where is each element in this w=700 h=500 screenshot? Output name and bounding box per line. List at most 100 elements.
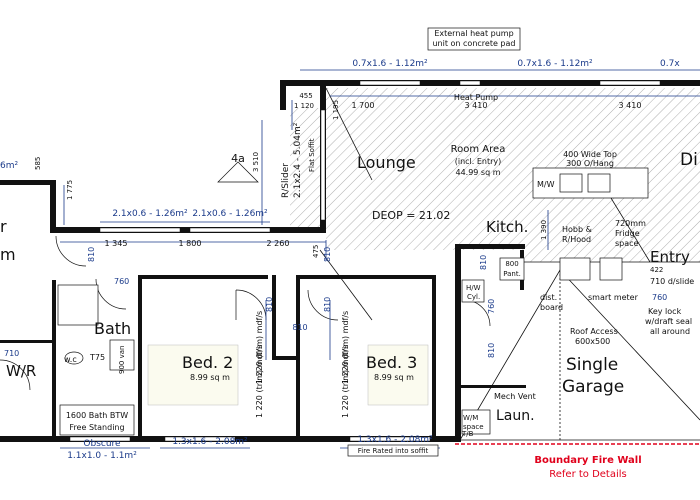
heat-pump-label: Heat Pump (454, 93, 498, 102)
hob-label-1: Hobb & (562, 225, 592, 234)
wc-label: w.c (64, 355, 77, 364)
ext-heatpump-box (427, 27, 521, 51)
roof-access-1: Roof Access (570, 327, 618, 336)
room-area-sub: (incl. Entry) (455, 157, 502, 166)
room-area-title: Room Area (451, 144, 506, 155)
window-bottom-3 (349, 436, 431, 442)
door-810-c: 810 (265, 297, 274, 312)
dim-3410-a: 3 410 (465, 101, 488, 110)
key-lock-2: w/draft seal (645, 317, 692, 326)
dim-1700: 1 700 (352, 101, 375, 110)
slider-window (320, 109, 326, 221)
bed3-area: 8.99 sq m (374, 373, 414, 382)
key-lock-3: all around (650, 327, 690, 336)
room-left-m: m (0, 245, 16, 264)
fridge-label-1: 720mm (615, 219, 646, 228)
fire-soffit-label: Fire Rated into soffit (358, 447, 429, 455)
dim-1345: 1 345 (105, 239, 128, 248)
bench-top-label-2: 300 O/Hang (566, 159, 614, 168)
window-top-1 (359, 80, 421, 86)
bench-top-label-1: 400 Wide Top (563, 150, 617, 159)
bed2-outline (147, 344, 239, 406)
room-lounge: Lounge (357, 153, 416, 172)
window-bottom-2 (164, 436, 236, 442)
hwc-1: H/W (466, 284, 481, 292)
pantry-num: 800 (505, 260, 518, 268)
vanity-label: 900 van (118, 346, 126, 374)
flat-soffit-label: Flat Soffit (308, 138, 316, 172)
room-area-value: 44.99 sq m (455, 168, 500, 177)
trim-label-4: 1 220 (trim) mdf/s (341, 311, 350, 384)
mech-vent: Mech Vent (494, 392, 536, 401)
hwc-2: Cyl. (467, 293, 480, 301)
window-top-2 (459, 80, 481, 86)
wm-space (461, 409, 491, 435)
dim-585: 585 (34, 157, 42, 170)
room-laundry: Laun. (496, 408, 535, 424)
window-bottom-1 (69, 436, 131, 442)
entry-422: 422 (650, 266, 663, 274)
roof-access-2: 600x500 (575, 337, 610, 346)
deop-value: DEOP = 21.02 (372, 209, 450, 222)
window-label-bottom-1: 1.1x1.0 - 1.1m² (67, 451, 137, 461)
fridge-space (599, 257, 623, 281)
dim-1775: 1 775 (66, 180, 74, 200)
fridge-label-2: Fridge (615, 229, 640, 238)
slider-label-1: R/Slider (281, 163, 291, 198)
dim-1390: 1 390 (540, 220, 548, 240)
fire-soffit-box (347, 444, 439, 457)
window-label-bottom-3: 1.3x1.6 - 2.08m² (357, 435, 433, 445)
window-label-left: 6m² (0, 161, 18, 171)
dim-3410-b: 3 410 (619, 101, 642, 110)
trim-label-2: 1 220 (trim) mdf/s (255, 311, 264, 384)
shower (57, 284, 99, 326)
obscure-label: Obscure (83, 439, 121, 449)
window-label-top-2: 0.7x1.6 - 1.12m² (517, 59, 593, 69)
microwave-label: M/W (537, 180, 555, 189)
tub-label: T/B (461, 430, 474, 438)
bed3-outline (367, 344, 429, 406)
window-label-mid-2: 2.1x0.6 - 1.26m² (192, 209, 268, 219)
room-garage-2: Garage (562, 377, 624, 397)
heat-pump-ext-line1: External heat pump (434, 29, 513, 38)
room-bed3: Bed. 3 (366, 353, 417, 372)
t75-label: T75 (89, 353, 105, 362)
dim-3510: 3 510 (252, 152, 260, 172)
wm-1: W/M (463, 414, 478, 422)
door-810-g: 810 (487, 343, 496, 358)
door-810-d: 810 (323, 297, 332, 312)
window-label-top-3: 0.7x (660, 59, 680, 69)
room-garage-1: Single (566, 355, 618, 375)
fridge-label-3: space (615, 239, 639, 248)
room-bed2: Bed. 2 (182, 353, 233, 372)
door-710: 710 (4, 349, 19, 358)
trim-label-3: 1 220 (trim) mdf/s (341, 345, 350, 418)
door-760-c: 760 (652, 293, 667, 302)
dimension-lines (60, 69, 700, 449)
fire-wall-label-2: Refer to Details (549, 469, 627, 480)
dim-2260: 2 260 (267, 239, 290, 248)
heat-pump-ext-line2: unit on concrete pad (432, 39, 515, 48)
room-left-r: r (0, 217, 7, 236)
door-810-f: 810 (479, 255, 488, 270)
door-760-b: 760 (487, 299, 496, 314)
smart-meter-label: smart meter (588, 293, 639, 302)
window-label-mid-1: 2.1x0.6 - 1.26m² (112, 209, 188, 219)
bath-tub-label-1: 1600 Bath BTW (66, 411, 128, 420)
hob-label-2: R/Hood (562, 235, 591, 244)
window-mid-2 (189, 227, 271, 233)
dim-1800: 1 800 (179, 239, 202, 248)
pantry (499, 257, 525, 281)
window-label-top-1: 0.7x1.6 - 1.12m² (352, 59, 428, 69)
trim-label-1: 1 220 (trim) mdf/s (255, 345, 264, 418)
room-wr: W/R (6, 362, 36, 380)
door-810-e: 810 (292, 323, 307, 332)
hwc (461, 279, 485, 303)
dim-1120: 1 120 (294, 102, 314, 110)
key-lock-1: Key lock (648, 307, 682, 316)
slider-label-2: 2.1x2.4 - 5.04m² (293, 122, 303, 198)
bed2-area: 8.99 sq m (190, 373, 230, 382)
bathtub (59, 404, 135, 436)
tag-4a-triangle (217, 161, 259, 183)
